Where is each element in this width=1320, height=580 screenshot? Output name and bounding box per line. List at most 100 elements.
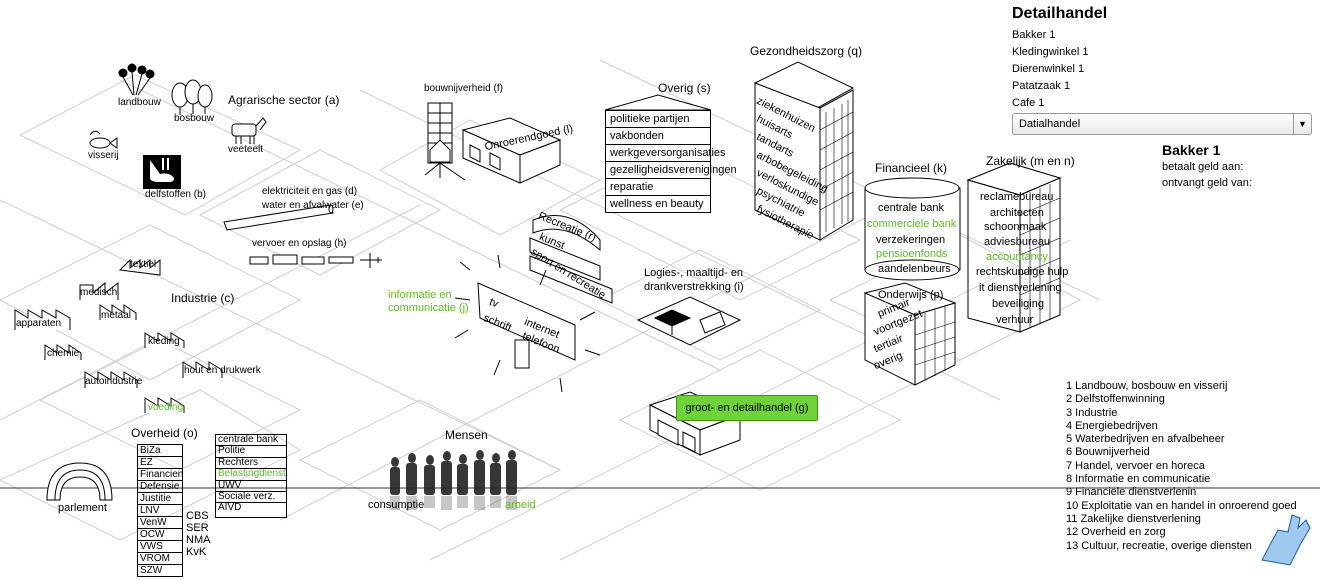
ministerie-item: EZ bbox=[138, 456, 182, 468]
instantie-item: Rechters bbox=[216, 458, 286, 470]
bakker-panel: Bakker 1 betaalt geld aan: ontvangt geld… bbox=[1162, 142, 1252, 193]
legend-item: 5 Waterbedrijven en afvalbeheer bbox=[1066, 433, 1225, 446]
ministerie-item: VWS bbox=[138, 540, 182, 552]
sector-select[interactable]: Datialhandel ▼ bbox=[1012, 113, 1312, 135]
financieel-building bbox=[864, 177, 961, 281]
ministerie-item: Justitie bbox=[138, 492, 182, 504]
instantie-item: Sociale verz. bbox=[216, 492, 286, 504]
zakelijk-item: beveiliging bbox=[992, 298, 1044, 310]
zakelijk-item: verhuur bbox=[996, 314, 1034, 326]
instantie-item: UWV bbox=[216, 481, 286, 492]
select-value: Datialhandel bbox=[1019, 118, 1081, 130]
legend-item: 6 Bouwnijverheid bbox=[1066, 446, 1150, 459]
ministerie-item: OCW bbox=[138, 528, 182, 540]
onderwijs-label: Onderwijs (p) bbox=[878, 289, 944, 301]
overig-list: politieke partijen vakbonden werkgeverso… bbox=[605, 110, 737, 213]
parlement-label: parlement bbox=[58, 502, 107, 514]
bouw-label: bouwnijverheid (f) bbox=[424, 83, 503, 94]
zakelijk-item: accountancy bbox=[986, 251, 1048, 263]
overig-item: vakbonden bbox=[606, 128, 710, 145]
groot-detailhandel-button[interactable]: groot- en detailhandel (g) bbox=[676, 395, 818, 421]
overig-item: reparatie bbox=[606, 179, 710, 196]
arbeid-label: arbeid bbox=[505, 499, 536, 511]
overheid-ministeries: BiZa EZ Financien Defensie Justitie LNV … bbox=[137, 444, 183, 577]
vehicles-icon bbox=[249, 253, 382, 268]
zakelijk-item: adviesbureau bbox=[984, 236, 1051, 248]
visserij-label: visserij bbox=[88, 150, 119, 161]
overig-item: gezelligheidsverenigingen bbox=[606, 162, 737, 179]
pipe-icon bbox=[223, 204, 334, 231]
overheid-extra: SER bbox=[186, 522, 209, 534]
bosbouw-label: bosbouw bbox=[174, 113, 215, 124]
instantie-item: Belastingdienst bbox=[216, 469, 286, 481]
onroerend-icon bbox=[461, 117, 562, 184]
bosbouw-icon bbox=[171, 79, 213, 115]
financieel-label: Financieel (k) bbox=[875, 161, 948, 175]
water-label: water en afvalwater (e) bbox=[262, 200, 364, 211]
industrie-item: kleding bbox=[148, 336, 180, 347]
chevron-down-icon[interactable]: ▼ bbox=[1293, 114, 1311, 134]
zakelijk-label: Zakelijk (m en n) bbox=[986, 154, 1075, 168]
agrarisch-label: Agrarische sector (a) bbox=[228, 93, 340, 107]
financieel-item: commerciele bank bbox=[867, 218, 957, 230]
financieel-item: centrale bank bbox=[878, 202, 945, 214]
legend-item: 10 Exploitatie van en handel in onroeren… bbox=[1066, 499, 1297, 512]
overig-item: wellness en beauty bbox=[610, 198, 704, 210]
gezondheid-building bbox=[753, 61, 855, 241]
veeteelt-label: veeteelt bbox=[228, 144, 264, 155]
ministerie-item: Financien bbox=[138, 468, 182, 480]
zakelijk-building bbox=[966, 162, 1062, 333]
legend-item: 11 Zakelijke dienstverlening bbox=[1066, 512, 1201, 525]
overheid-label: Overheid (o) bbox=[131, 426, 198, 440]
visserij-icon bbox=[89, 130, 118, 149]
financieel-item: pensioenfonds bbox=[876, 248, 948, 260]
industrie-item: medisch bbox=[80, 287, 118, 298]
industrie-item: hout en drukwerk bbox=[184, 365, 261, 376]
mensen-label: Mensen bbox=[445, 428, 488, 442]
overig-item: politieke partijen bbox=[606, 111, 710, 128]
financieel-item: aandelenbeurs bbox=[878, 263, 951, 275]
legend-item: 3 Industrie bbox=[1066, 406, 1118, 419]
informatie-label-2: communicatie (j) bbox=[388, 302, 469, 314]
overheid-instanties: centrale bank Politie Rechters Belasting… bbox=[215, 434, 287, 519]
shop-item[interactable]: Cafe 1 bbox=[1012, 97, 1045, 109]
legend-item: 9 Financiële dienstverlenin bbox=[1066, 486, 1197, 499]
overig-label: Overig (s) bbox=[658, 81, 711, 95]
ministerie-item: LNV bbox=[138, 504, 182, 516]
overig-roof bbox=[604, 94, 712, 111]
factory-icons bbox=[14, 258, 223, 413]
detail-title: Detailhandel bbox=[1012, 5, 1108, 22]
ministerie-item: VROM bbox=[138, 552, 182, 564]
shop-item[interactable]: Dierenwinkel 1 bbox=[1012, 63, 1085, 75]
industrie-item: voeding bbox=[148, 402, 184, 413]
delfstoffen-label: delfstoffen (b) bbox=[145, 189, 206, 200]
zakelijk-item: architecten bbox=[990, 207, 1044, 219]
ministerie-item: Defensie bbox=[138, 480, 182, 492]
billboard-icon bbox=[454, 254, 601, 393]
pays-label: betaalt geld aan: bbox=[1162, 161, 1244, 173]
ministerie-item: SZW bbox=[138, 564, 182, 576]
informatie-label: informatie en bbox=[388, 289, 452, 301]
overig-item: werkgeversorganisaties bbox=[606, 145, 726, 162]
landbouw-label: landbouw bbox=[118, 97, 161, 108]
logies-icon bbox=[636, 296, 742, 346]
legend-item: 4 Energiebedrijven bbox=[1066, 419, 1158, 432]
legend-item: 7 Handel, vervoer en horeca bbox=[1066, 459, 1205, 472]
detail-panel: Detailhandel Bakker 1 Kledingwinkel 1 Di… bbox=[1012, 5, 1312, 114]
recreatie-sign bbox=[529, 215, 613, 304]
energie-label: elektriciteit en gas (d) bbox=[262, 186, 358, 197]
legend-item: 8 Informatie en communicatie bbox=[1066, 473, 1211, 486]
shop-item[interactable]: Patatzaak 1 bbox=[1012, 80, 1071, 92]
bakker-title: Bakker 1 bbox=[1162, 142, 1221, 158]
sector-legend: 1 Landbouw, bosbouw en visserij 2 Delfst… bbox=[1066, 380, 1297, 553]
receives-label: ontvangt geld van: bbox=[1162, 177, 1252, 189]
shop-item[interactable]: Bakker 1 bbox=[1012, 29, 1056, 41]
legend-item: 13 Cultuur, recreatie, overige diensten bbox=[1066, 539, 1252, 552]
consumptie-label: consumptie bbox=[368, 499, 425, 511]
vervoer-label: vervoer en opslag (h) bbox=[252, 238, 347, 249]
onderwijs-building bbox=[863, 282, 957, 386]
legend-item: 2 Delfstoffenwinning bbox=[1066, 393, 1165, 406]
overheid-extra: CBS bbox=[186, 510, 209, 522]
shop-item[interactable]: Kledingwinkel 1 bbox=[1012, 46, 1089, 58]
hand-icon bbox=[1261, 514, 1311, 566]
